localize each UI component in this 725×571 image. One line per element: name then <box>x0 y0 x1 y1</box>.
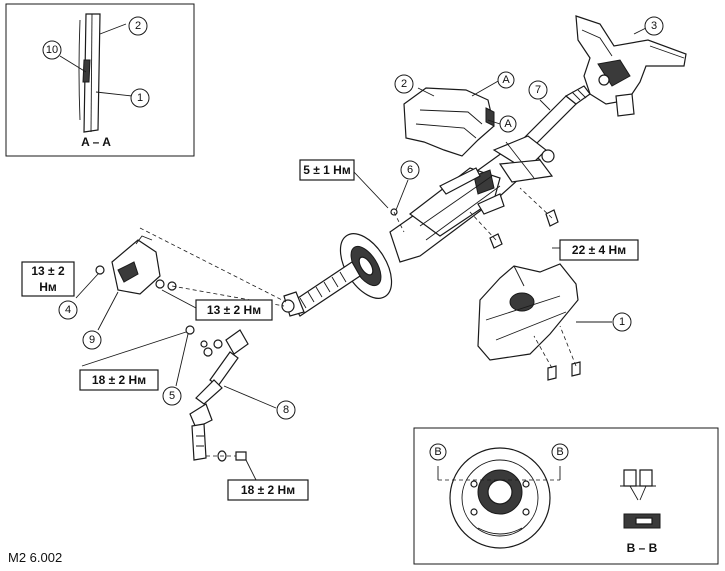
svg-text:7: 7 <box>535 84 541 96</box>
steering-column-body <box>389 135 555 263</box>
intermediate-shaft <box>189 329 249 461</box>
svg-text:B: B <box>556 446 563 458</box>
svg-text:13 ± 2: 13 ± 2 <box>31 264 65 278</box>
svg-text:B: B <box>434 446 441 458</box>
section-a-a-title: A – A <box>81 135 111 149</box>
section-marker-b-left: B <box>429 443 447 461</box>
svg-text:5: 5 <box>169 390 175 402</box>
inset-section-a-a: A – A <box>5 3 195 157</box>
svg-text:5 ± 1 Нм: 5 ± 1 Нм <box>303 163 351 177</box>
callout-10: 10 <box>42 40 62 60</box>
callout-7: 7 <box>528 80 548 100</box>
callout-6: 6 <box>400 160 420 180</box>
svg-text:A: A <box>504 118 512 130</box>
svg-text:3: 3 <box>651 20 657 32</box>
svg-text:A: A <box>502 74 510 86</box>
svg-text:2: 2 <box>401 78 407 90</box>
svg-text:18 ± 2 Нм: 18 ± 2 Нм <box>241 483 295 497</box>
svg-text:1: 1 <box>137 92 143 104</box>
svg-text:6: 6 <box>407 164 413 176</box>
svg-text:18 ± 2 Нм: 18 ± 2 Нм <box>92 373 146 387</box>
torque-18-2-bottom: 18 ± 2 Нм <box>227 479 309 501</box>
torque-18-2-left: 18 ± 2 Нм <box>79 369 159 391</box>
callout-1-inset: 1 <box>130 88 150 108</box>
callout-4: 4 <box>58 300 78 320</box>
lower-shroud <box>477 263 579 361</box>
callout-5: 5 <box>162 386 182 406</box>
svg-text:10: 10 <box>46 44 58 56</box>
upper-shroud <box>403 79 501 157</box>
torque-13-2-stacked: 13 ± 2 Нм <box>21 261 75 297</box>
callout-2: 2 <box>394 74 414 94</box>
torque-5-1: 5 ± 1 Нм <box>299 159 355 181</box>
lower-bracket <box>111 227 287 303</box>
torque-13-2: 13 ± 2 Нм <box>195 299 273 321</box>
callout-8: 8 <box>276 400 296 420</box>
callout-2-inset: 2 <box>128 16 148 36</box>
svg-text:Нм: Нм <box>39 280 57 294</box>
combination-switch <box>575 15 687 117</box>
svg-text:2: 2 <box>135 20 141 32</box>
inset-section-b-b: B – B <box>413 427 719 565</box>
svg-text:22 ± 4 Нм: 22 ± 4 Нм <box>572 243 626 257</box>
callout-3: 3 <box>644 16 664 36</box>
svg-text:13 ± 2 Нм: 13 ± 2 Нм <box>207 303 261 317</box>
figure-code: M2 6.002 <box>8 550 62 565</box>
fasteners <box>95 187 581 462</box>
torque-22-4: 22 ± 4 Нм <box>559 239 639 261</box>
section-marker-b-right: B <box>551 443 569 461</box>
callout-leaders <box>75 27 647 409</box>
svg-text:1: 1 <box>619 316 625 328</box>
lower-shaft-bellows <box>281 261 361 317</box>
svg-text:4: 4 <box>65 304 71 316</box>
section-b-b-title: B – B <box>627 541 658 555</box>
callout-1: 1 <box>612 312 632 332</box>
section-marker-a-upper: A <box>497 71 515 89</box>
svg-text:8: 8 <box>283 404 289 416</box>
callout-9: 9 <box>82 330 102 350</box>
svg-text:9: 9 <box>89 334 95 346</box>
section-marker-a-lower: A <box>499 115 517 133</box>
